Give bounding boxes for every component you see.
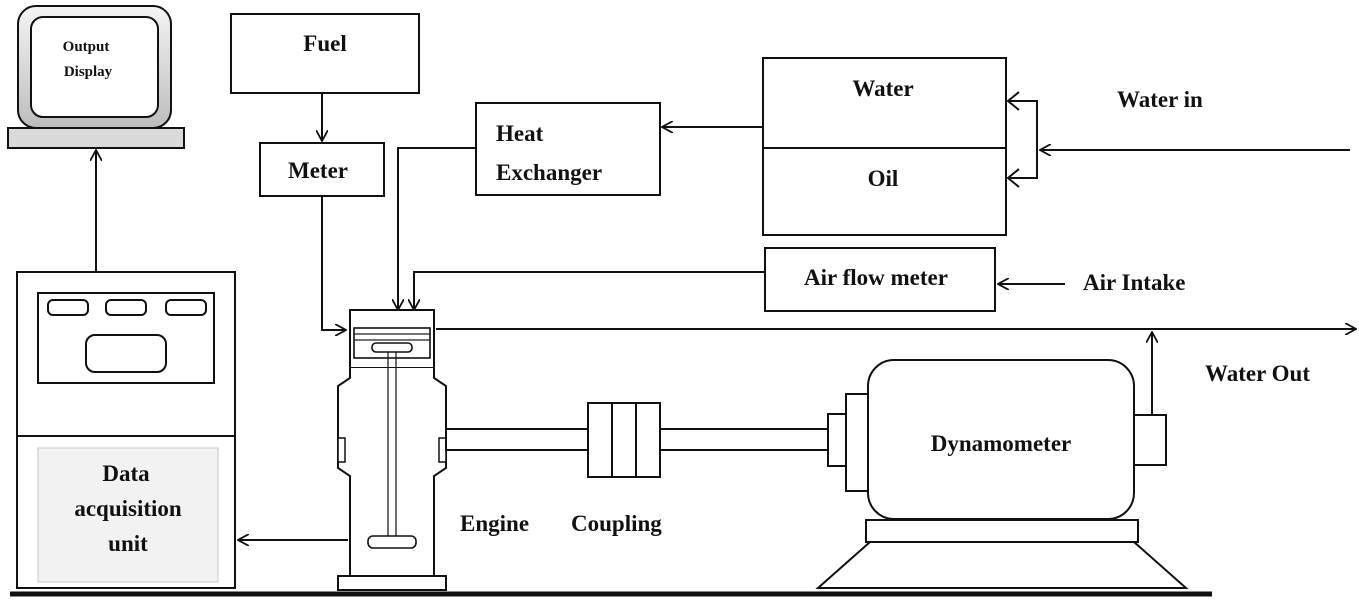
- meter-to-engine-line: [321, 197, 346, 330]
- coupling-label: Coupling: [571, 511, 662, 536]
- engine-crank: [367, 535, 417, 549]
- water-in-arrowhead-top: [1006, 91, 1020, 111]
- dynamometer: Dynamometer: [815, 359, 1189, 589]
- water-oil-tank: Water Oil: [762, 57, 1007, 236]
- meter-label: Meter: [288, 158, 348, 183]
- data-acquisition-cabinet: Data acquisition unit: [16, 271, 236, 589]
- daq-indicator-3: [165, 299, 207, 316]
- heat-exchanger-label-1: Heat: [496, 121, 544, 146]
- daq-label-panel: [37, 447, 219, 583]
- dynamometer-front-cap: [845, 393, 872, 492]
- dynamometer-mount-plate: [865, 519, 1139, 543]
- dynamometer-pedestal: [815, 541, 1189, 589]
- water-label: Water: [852, 76, 913, 101]
- heat-exchanger-to-engine-line: [398, 147, 476, 310]
- monitor-stand: [7, 127, 185, 149]
- heat-exchanger: Heat Exchanger: [475, 102, 661, 196]
- dynamometer-rear-cap: [1133, 414, 1167, 466]
- engine-label: Engine: [460, 511, 529, 536]
- engine-left-bolt: [337, 437, 346, 463]
- fuel-label: Fuel: [303, 31, 346, 56]
- engine-piston: [353, 327, 431, 359]
- air-flow-to-engine-line: [414, 271, 765, 310]
- water-out-label: Water Out: [1205, 361, 1310, 386]
- dynamometer-label: Dynamometer: [931, 431, 1072, 456]
- daq-label-1: Data: [102, 461, 150, 486]
- daq-indicator-1: [47, 299, 89, 316]
- air-flow-meter-label: Air flow meter: [804, 265, 948, 290]
- coupling: [587, 402, 661, 478]
- water-oil-box: [762, 57, 1007, 236]
- engine-piston-pin: [371, 342, 413, 353]
- daq-label-3: unit: [108, 531, 148, 556]
- engine-base: [337, 575, 447, 591]
- daq-label-2: acquisition: [74, 496, 182, 521]
- oil-label: Oil: [868, 166, 899, 191]
- output-display-label-1: Output: [63, 39, 110, 55]
- air-flow-meter-box: [764, 247, 996, 312]
- fuel-meter: Meter: [259, 142, 385, 197]
- monitor-screen: [30, 16, 159, 118]
- engine: [337, 309, 447, 591]
- shaft-engine-side: [445, 428, 591, 451]
- daq-readout-window: [85, 334, 167, 373]
- air-flow-meter: Air flow meter: [764, 247, 996, 312]
- output-display-monitor: Output Display: [7, 5, 185, 149]
- meter-box: [259, 142, 385, 197]
- fuel-tank: Fuel: [230, 13, 420, 94]
- water-in-arrowhead-bottom: [1006, 168, 1020, 188]
- air-intake-label: Air Intake: [1083, 270, 1185, 295]
- engine-right-bolt: [438, 437, 447, 463]
- fuel-box: [230, 13, 420, 94]
- water-in-label: Water in: [1117, 87, 1203, 112]
- daq-indicator-2: [105, 299, 147, 316]
- heat-exchanger-label-2: Exchanger: [496, 160, 602, 185]
- shaft-dynamometer-side: [659, 428, 831, 451]
- water-in-split-bracket: [1008, 100, 1038, 179]
- output-display-label-2: Display: [64, 64, 113, 80]
- coupling-body: [587, 402, 661, 478]
